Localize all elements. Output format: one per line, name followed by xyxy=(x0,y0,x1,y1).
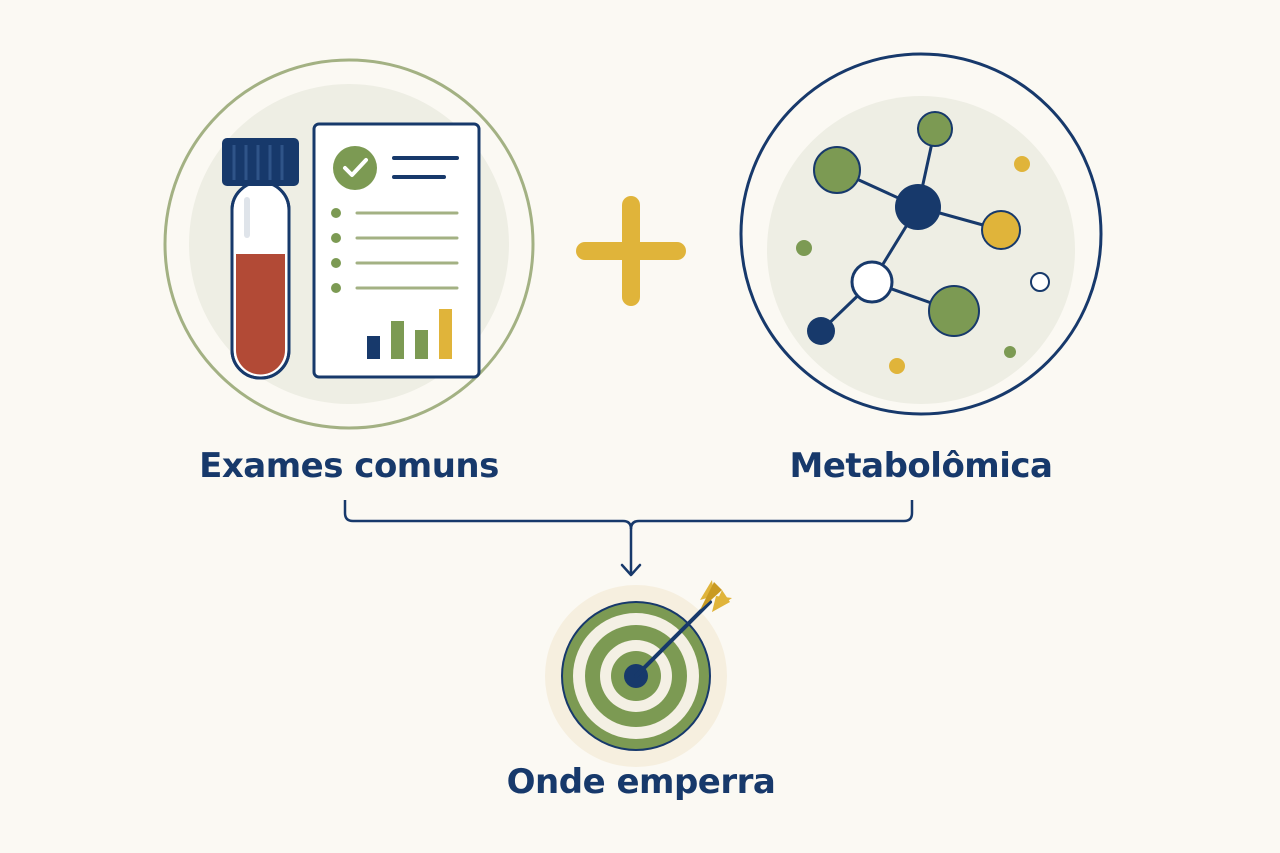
chevron-down-icon xyxy=(620,563,642,577)
metabolomics-label: Metabolômica xyxy=(789,446,1053,486)
result-label: Onde emperra xyxy=(506,762,776,802)
report-document-icon xyxy=(312,122,481,379)
target-arrow-icon xyxy=(545,580,732,767)
molecule-network-icon xyxy=(796,111,1050,374)
merge-connector xyxy=(343,500,914,574)
exams-label: Exames comuns xyxy=(199,446,499,486)
test-tube-icon xyxy=(222,138,299,380)
plus-icon xyxy=(576,196,686,306)
metabolomics-circle xyxy=(739,52,1103,416)
